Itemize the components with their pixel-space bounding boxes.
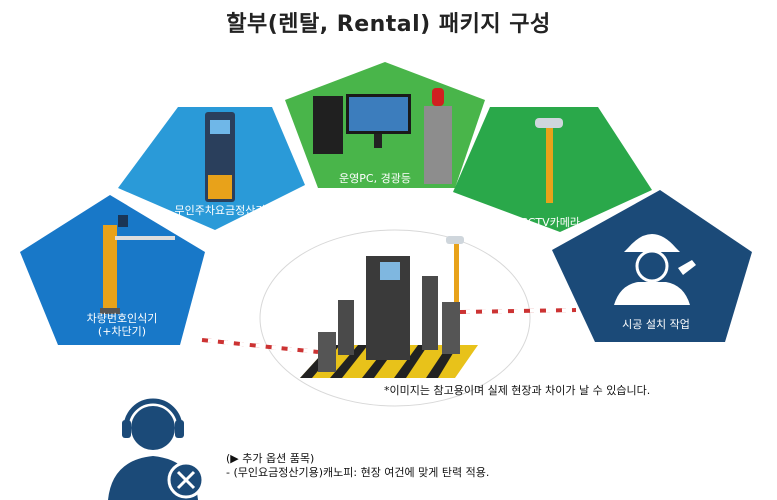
label-installation: 시공 설치 작업	[622, 318, 690, 331]
lpr-barrier-illustration	[100, 215, 175, 314]
options-heading: (▶ 추가 옵션 품목)	[226, 452, 315, 465]
label-vehicle-recognition-line2: (+차단기)	[97, 325, 147, 338]
additional-options: (▶ 추가 옵션 품목) - (무인요금정산기용)캐노피: 현장 여건에 맞게 …	[226, 452, 489, 480]
segment-installation	[552, 190, 752, 342]
worker-icon	[614, 234, 696, 305]
label-vehicle-recognition-line1: 차량번호인식기	[86, 312, 158, 325]
page-title: 할부(렌탈, Rental) 패키지 구성	[226, 12, 551, 37]
payment-kiosk-illustration	[205, 112, 235, 202]
label-pc-alarm: 운영PC, 경광등	[339, 172, 411, 185]
options-item: - (무인요금정산기용)캐노피: 현장 여건에 맞게 탄력 적용.	[226, 466, 490, 479]
label-vehicle-recognition: 차량번호인식기 (+차단기)	[62, 312, 182, 338]
support-agent-icon	[108, 398, 205, 500]
pc-alarm-illustration	[313, 88, 452, 184]
reference-note: *이미지는 참고용이며 실제 현장과 차이가 날 수 있습니다.	[384, 384, 651, 397]
label-cctv: CCTV카메라	[520, 216, 580, 229]
parking-system-illustration	[201, 236, 577, 378]
cctv-illustration	[535, 118, 563, 203]
label-payment-machine: 무인주차요금정산기	[174, 204, 266, 217]
